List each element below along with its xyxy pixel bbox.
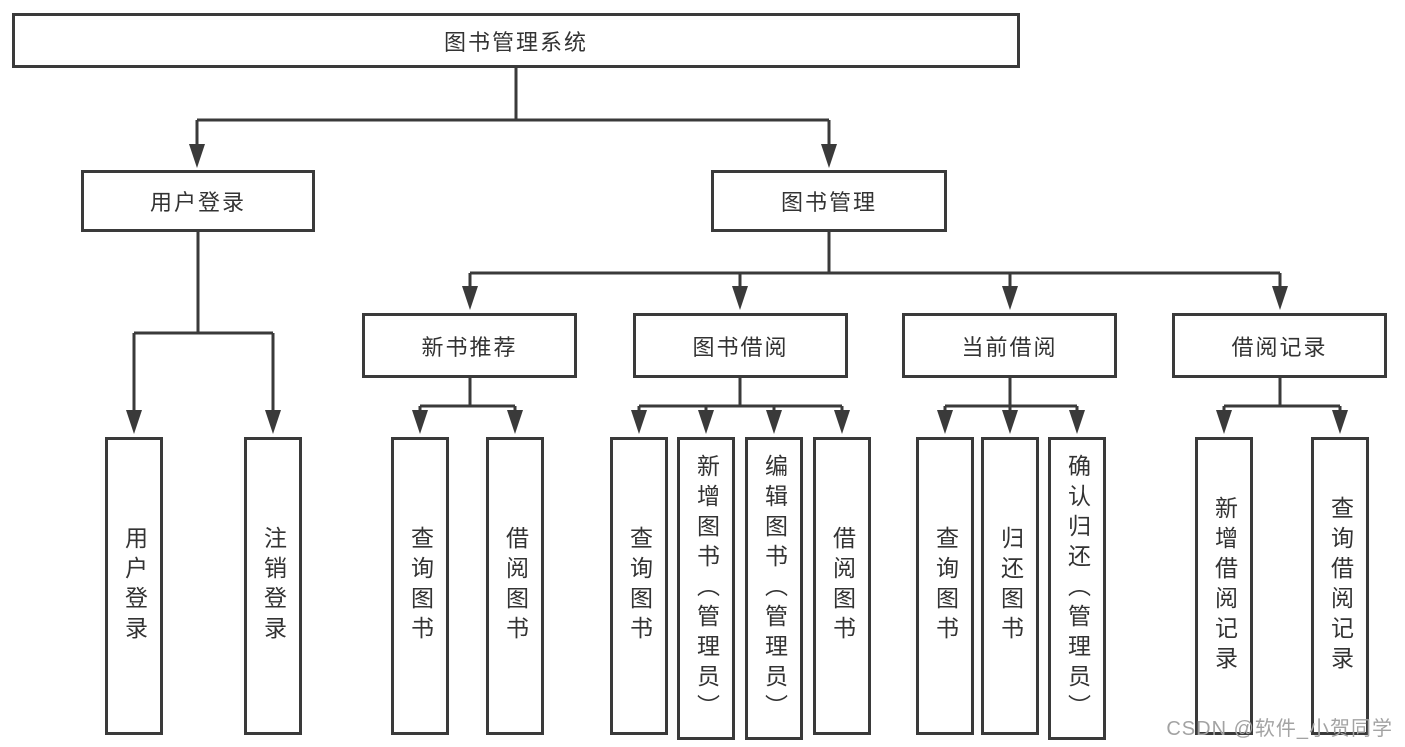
node-label: 编辑图书（管理员） bbox=[761, 453, 788, 724]
node-label: 图书借阅 bbox=[692, 334, 789, 360]
node-label: 查询图书 bbox=[932, 526, 959, 646]
node-user-login: 用户登录 bbox=[81, 170, 315, 232]
node-leaf-query-book-3: 查询图书 bbox=[916, 437, 974, 735]
node-new-book-rec: 新书推荐 bbox=[362, 313, 577, 378]
node-current-borrow: 当前借阅 bbox=[902, 313, 1117, 378]
node-leaf-query-borrow-record: 查询借阅记录 bbox=[1311, 437, 1369, 735]
node-label: 图书管理 bbox=[780, 190, 877, 215]
node-leaf-user-login: 用户登录 bbox=[105, 437, 163, 735]
node-label: 用户登录 bbox=[149, 190, 246, 215]
node-label: 确认归还（管理员） bbox=[1064, 453, 1091, 724]
node-leaf-return-book: 归还图书 bbox=[981, 437, 1039, 735]
node-label: 借阅图书 bbox=[829, 526, 856, 646]
node-label: 借阅记录 bbox=[1231, 334, 1328, 360]
node-leaf-confirm-return: 确认归还（管理员） bbox=[1048, 437, 1106, 740]
node-borrow-records: 借阅记录 bbox=[1172, 313, 1387, 378]
node-leaf-borrow-book-2: 借阅图书 bbox=[813, 437, 871, 735]
node-label: 查询图书 bbox=[626, 526, 653, 646]
node-leaf-add-borrow-record: 新增借阅记录 bbox=[1195, 437, 1253, 735]
node-label: 新增借阅记录 bbox=[1211, 496, 1238, 676]
watermark-text: CSDN @软件_小贺同学 bbox=[1166, 718, 1393, 740]
node-leaf-logout: 注销登录 bbox=[244, 437, 302, 735]
node-leaf-query-book-2: 查询图书 bbox=[610, 437, 668, 735]
node-label: 图书管理系统 bbox=[443, 29, 588, 55]
node-label: 查询图书 bbox=[407, 526, 434, 646]
node-label: 归还图书 bbox=[997, 526, 1024, 646]
node-label: 新书推荐 bbox=[421, 334, 518, 360]
node-label: 查询借阅记录 bbox=[1327, 496, 1354, 676]
node-book-borrow: 图书借阅 bbox=[633, 313, 848, 378]
node-label: 用户登录 bbox=[121, 526, 148, 646]
node-leaf-add-book: 新增图书（管理员） bbox=[677, 437, 735, 740]
node-book-mgmt: 图书管理 bbox=[711, 170, 947, 232]
node-root: 图书管理系统 bbox=[12, 13, 1020, 68]
node-label: 借阅图书 bbox=[502, 526, 529, 646]
node-label: 当前借阅 bbox=[961, 334, 1058, 360]
node-label: 注销登录 bbox=[260, 526, 287, 646]
node-leaf-query-book-1: 查询图书 bbox=[391, 437, 449, 735]
node-leaf-borrow-book-1: 借阅图书 bbox=[486, 437, 544, 735]
node-leaf-edit-book: 编辑图书（管理员） bbox=[745, 437, 803, 740]
node-label: 新增图书（管理员） bbox=[693, 453, 720, 724]
